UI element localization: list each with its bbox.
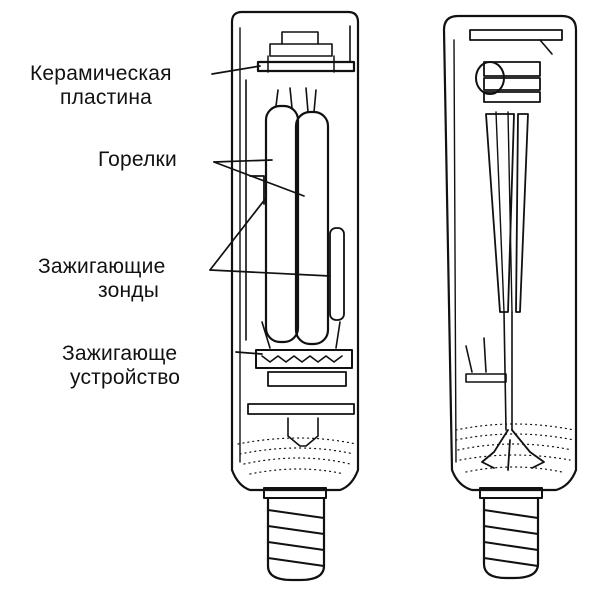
label-ceramic-plate: Керамическая пластина [30,62,172,110]
label-ceramic-plate-line-1: Керамическая [30,62,172,86]
right-lamp [444,16,576,578]
label-ceramic-plate-line-2: пластина [30,86,172,110]
burner-tube-1 [266,106,298,342]
right-lamp-bulb-inner [454,40,456,462]
label-ignition-probes: Зажигающие зонды [38,255,165,303]
label-ignition-probes-line-1: Зажигающие [38,255,165,279]
leader-burner-2 [214,162,304,196]
label-burners: Горелки [98,148,177,172]
label-ignition-device-line-1: Зажигающе [62,342,180,366]
left-lamp [232,12,358,580]
burner-tube-2 [296,112,328,344]
leader-burner-1 [214,160,272,162]
ignition-probe-rod [330,228,344,320]
leader-ceramic-plate [212,66,260,74]
label-ignition-device-line-2: устройство [62,366,180,390]
label-ignition-device: Зажигающе устройство [62,342,180,390]
leader-probe-2 [210,270,330,276]
right-lamp-screw-base [484,498,538,578]
ceramic-plate [258,62,354,71]
label-ignition-probes-line-2: зонды [38,279,165,303]
leader-probe-1 [210,198,266,270]
